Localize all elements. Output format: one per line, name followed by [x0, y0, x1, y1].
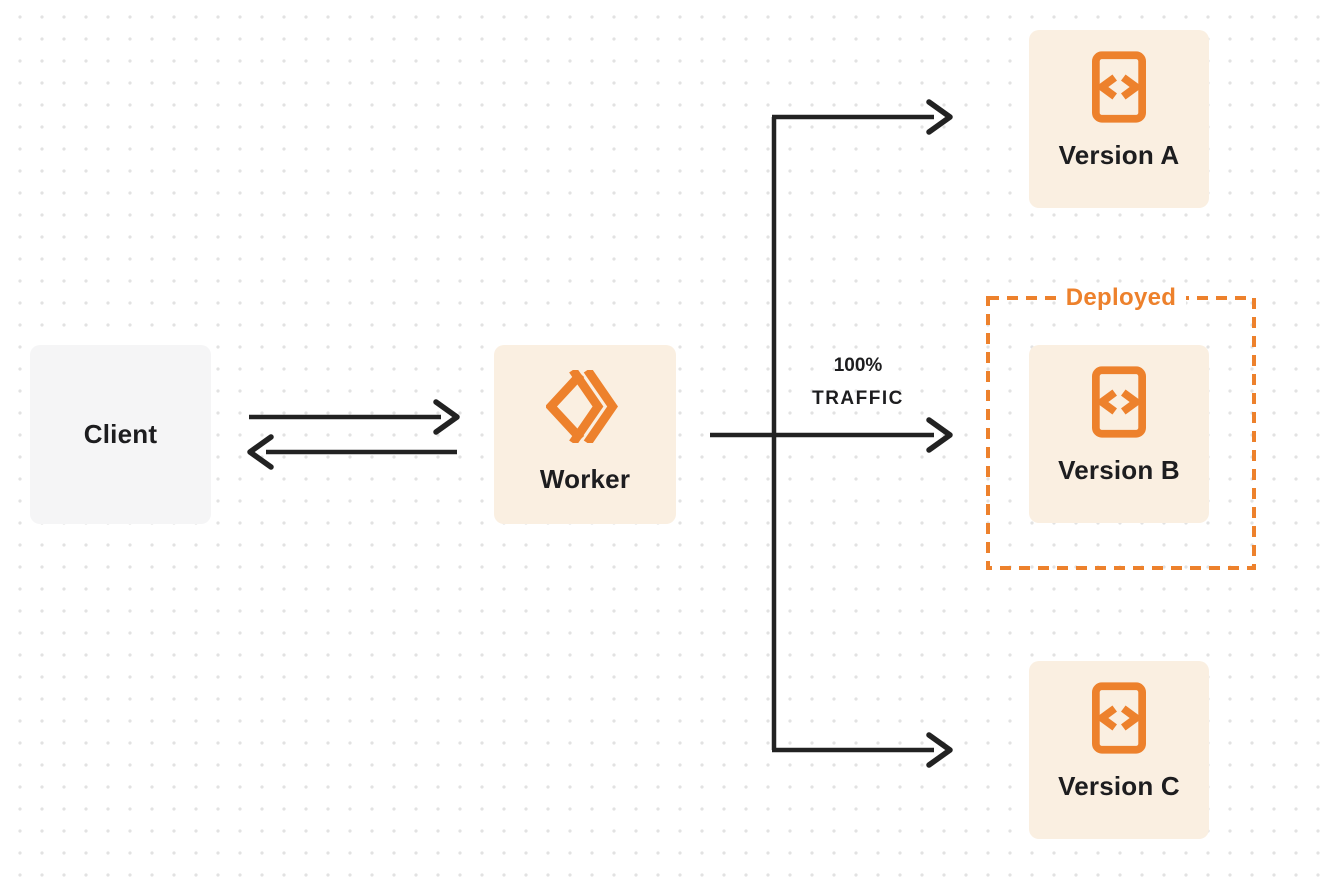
code-document-icon: [1092, 682, 1146, 754]
traffic-percent-text: 100%: [833, 355, 883, 376]
double-chevron-diamond-icon: [546, 370, 618, 443]
worker-to-version-b-arrow: [710, 417, 953, 453]
traffic-annotation: 100% TRAFFIC: [778, 349, 938, 415]
version-a-label: Version A: [1058, 140, 1180, 170]
version-b-node: Version B: [1029, 345, 1209, 523]
deployed-label-text: Deployed: [1055, 284, 1187, 312]
version-a-node: Version A: [1029, 30, 1209, 208]
worker-node: Worker: [494, 345, 676, 524]
branch-to-version-c-arrow: [772, 732, 953, 768]
client-label: Client: [83, 419, 158, 449]
code-document-icon: [1092, 366, 1146, 438]
client-to-worker-arrow: [249, 399, 460, 435]
traffic-word-text: TRAFFIC: [812, 388, 904, 409]
worker-label: Worker: [539, 464, 631, 494]
version-c-label: Version C: [1058, 771, 1180, 801]
code-document-icon: [1092, 51, 1146, 123]
worker-to-client-arrow: [247, 434, 457, 470]
version-b-label: Version B: [1058, 455, 1180, 485]
client-node: Client: [30, 345, 211, 524]
deployed-annotation: Deployed: [988, 284, 1254, 312]
version-c-node: Version C: [1029, 661, 1209, 839]
branch-to-version-a-arrow: [772, 99, 953, 135]
